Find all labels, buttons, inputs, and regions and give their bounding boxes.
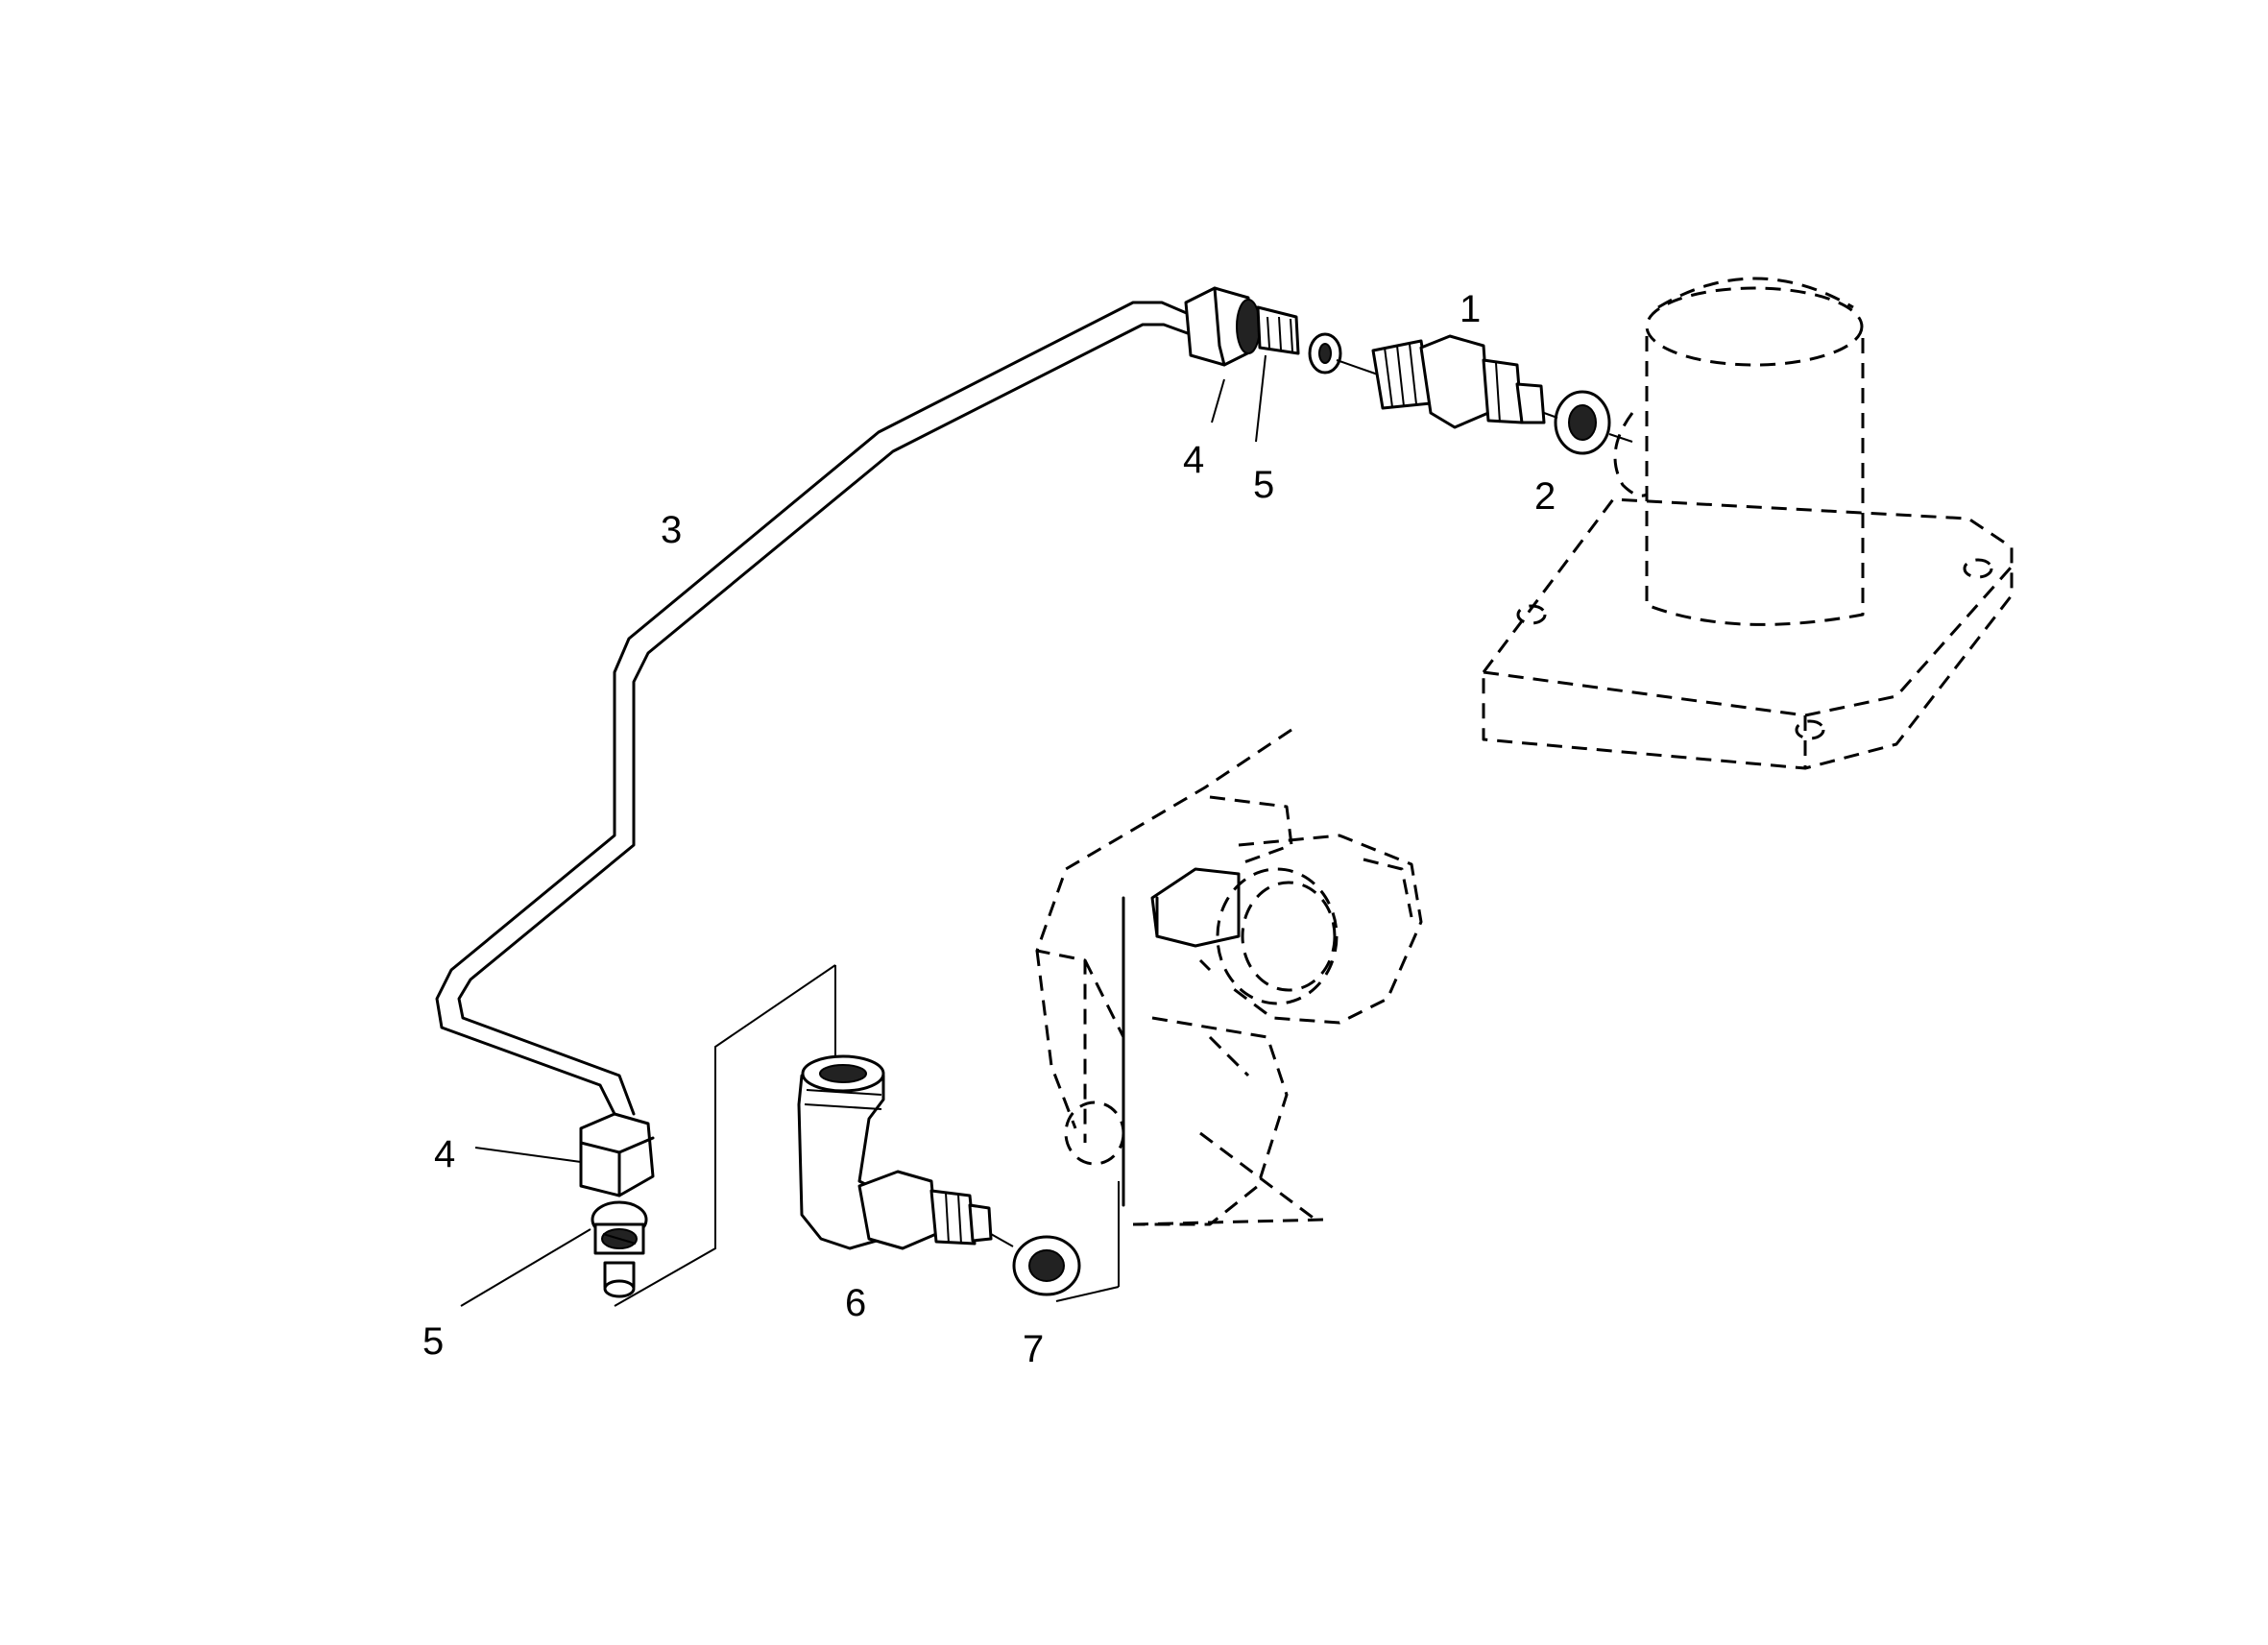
callout-5-bottom: 5 — [422, 1320, 444, 1363]
callout-1: 1 — [1460, 288, 1481, 330]
callout-6: 6 — [845, 1282, 866, 1324]
callout-5-top: 5 — [1253, 464, 1274, 506]
dashed-engine-block — [1035, 728, 1423, 1226]
dashed-cylinder-housing — [1482, 277, 2014, 770]
axis-line-bottom — [990, 1233, 1014, 1247]
bottom-pipe-end — [603, 1261, 636, 1298]
connector-1 — [1371, 334, 1546, 429]
elbow-6 — [797, 1054, 993, 1250]
callout-labels: 1 2 3 4 5 4 5 6 7 — [422, 288, 1556, 1370]
callout-2: 2 — [1534, 475, 1556, 518]
axis-line-top — [1336, 359, 1379, 375]
bottom-fitting-sleeve-5 — [591, 1200, 648, 1255]
pipe-3 — [435, 301, 1197, 1116]
callout-4-bottom: 4 — [434, 1133, 455, 1175]
axis-line-top-2 — [1543, 412, 1558, 419]
top-fitting-sleeve-5 — [1256, 305, 1300, 355]
bottom-fitting-nut-4 — [579, 1112, 655, 1197]
top-fitting-nut-4 — [1184, 286, 1261, 367]
leader-lines — [460, 354, 1267, 1307]
callout-3: 3 — [661, 509, 682, 551]
axis-line-top-3 — [1608, 433, 1633, 443]
washer-7 — [1012, 1235, 1081, 1296]
top-fitting-ring — [1308, 332, 1342, 375]
bracket-plate — [1122, 867, 1241, 1207]
callout-4-top: 4 — [1183, 439, 1204, 481]
washer-2 — [1554, 390, 1611, 455]
callout-7: 7 — [1023, 1328, 1044, 1370]
